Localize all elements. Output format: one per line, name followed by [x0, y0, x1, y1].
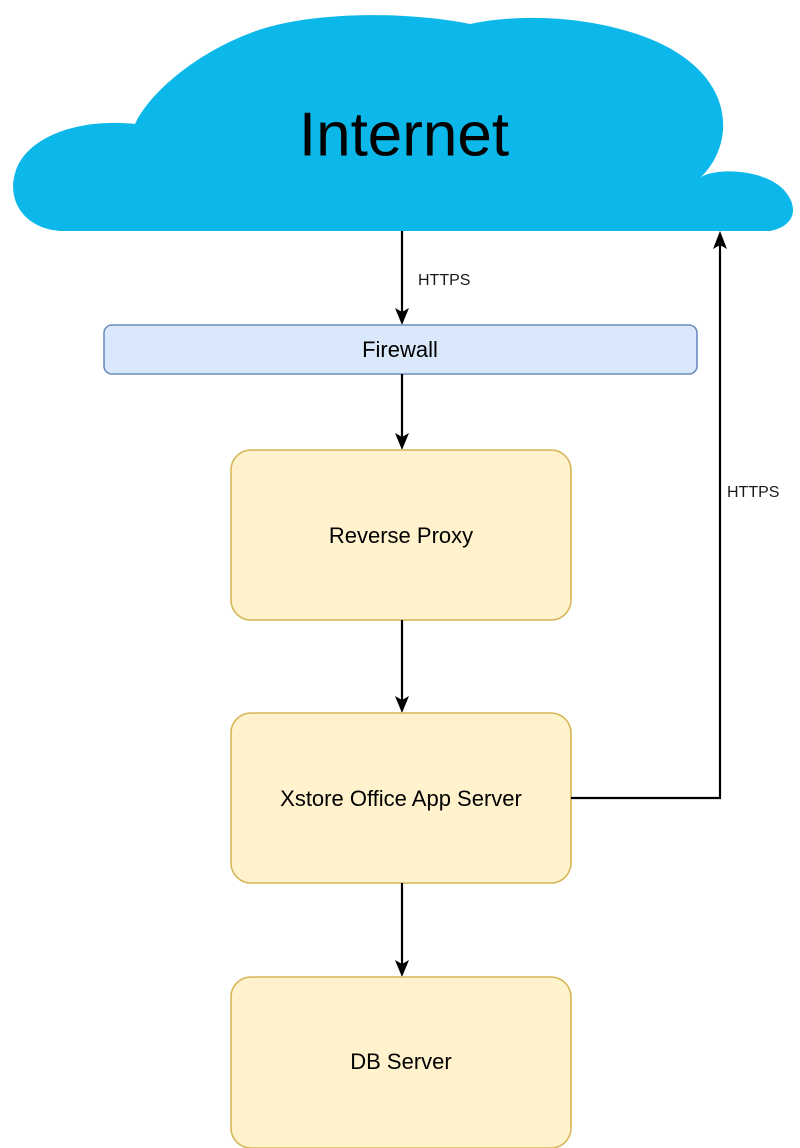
- node-label-reverse-proxy: Reverse Proxy: [329, 523, 473, 548]
- arrow-head-icon: [395, 308, 409, 325]
- node-label-firewall: Firewall: [362, 337, 438, 362]
- edge-label-https-upstream: HTTPS: [727, 484, 779, 501]
- arrow-head-icon: [395, 696, 409, 713]
- edge-line: [571, 243, 722, 800]
- node-label-app-server: Xstore Office App Server: [280, 786, 522, 811]
- cloud-shape: [13, 15, 794, 232]
- arrow-head-icon: [395, 433, 409, 450]
- node-internet[interactable]: Internet: [13, 15, 794, 232]
- db-server-box: [230, 976, 572, 1148]
- node-app-server[interactable]: Xstore Office App Server: [230, 712, 572, 884]
- firewall-box: [103, 324, 698, 375]
- edge-firewall-to-reverse-proxy: [395, 374, 409, 450]
- edge-label-https-downstream: HTTPS: [418, 272, 470, 289]
- edge-internet-to-firewall: HTTPS: [395, 231, 470, 325]
- arrow-head-icon: [395, 960, 409, 977]
- arrow-head-icon: [713, 231, 727, 249]
- node-label-db-server: DB Server: [350, 1049, 451, 1074]
- edge-reverse-proxy-to-app-server: [395, 620, 409, 713]
- node-reverse-proxy[interactable]: Reverse Proxy: [230, 449, 572, 621]
- node-firewall[interactable]: Firewall: [103, 324, 698, 375]
- node-label-internet: Internet: [299, 100, 509, 169]
- edge-app-server-to-internet: HTTPS: [571, 231, 779, 800]
- edge-app-server-to-db-server: [395, 883, 409, 977]
- node-db-server[interactable]: DB Server: [230, 976, 572, 1148]
